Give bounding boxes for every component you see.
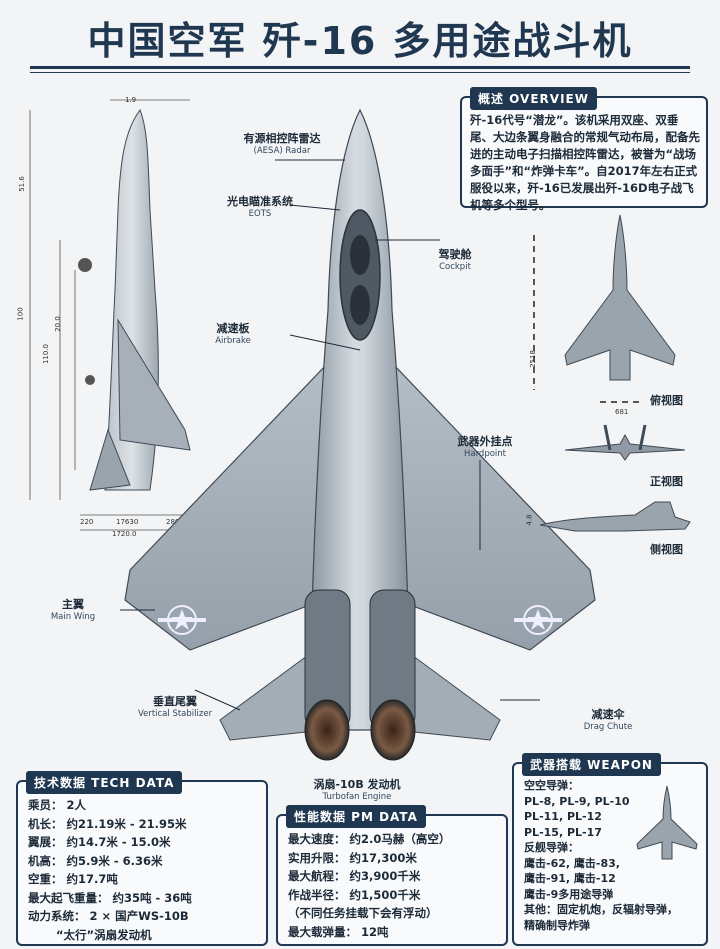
dim-side-len1: 51.6 [17,176,26,192]
dim-side-b3: 280 [166,518,180,526]
dim-side-b1: 220 [80,518,94,526]
overview-header: 概述 OVERVIEW [470,87,597,110]
weapon-line: 其他：固定机炮，反辐射导弹， [524,903,678,916]
weapon-line: 反舰导弹： [524,841,579,854]
overview-text: 歼-16代号“潜龙”。该机采用双座、双垂尾、大边条翼身融合的常规气动布局，配备先… [470,113,700,212]
callout-drag-chute: 减速伞 Drag Chute [583,708,633,732]
overview-panel: 概述 OVERVIEW 歼-16代号“潜龙”。该机采用双座、双垂尾、大边条翼身融… [460,87,708,212]
dim-top-width: 681 [615,408,629,416]
callout-vertical-stabilizer: 垂直尾翼 Vertical Stabilizer [137,695,213,719]
weapon-line: 鹰击-9多用途导弹 [524,887,614,901]
tech-row: 乘员：2人 [28,798,87,812]
weapon-header: 武器搭载 WEAPON [522,753,661,776]
label-top-view: 俯视图 [650,394,683,407]
callout-eots: 光电瞄准系统 EOTS [227,195,293,219]
tech-data-rows: 乘员：2人 机长：约21.19米 - 21.95米 翼展：约14.7米 - 15… [28,796,192,944]
label-front-view: 正视图 [650,475,683,488]
dim-side-len3: 20.0 [53,316,62,332]
main-fuselage [311,108,409,731]
pm-row: 最大航程：约3,900千米 [288,869,421,883]
nozzle-left [304,699,350,761]
pm-row: 最大速度：约2.0马赫（高空） [288,832,451,846]
side-view-drawing [29,99,200,531]
weapon-rows: 空空导弹： PL-8, PL-9, PL-10 PL-11, PL-12 PL-… [524,778,678,933]
page-title: 中国空军 歼-16 多用途战斗机 [87,19,633,63]
front-view-small [564,424,686,461]
pm-row: 最大载弹量：12吨 [288,924,389,939]
tech-row: 最大起飞重量：约35吨 - 36吨 [28,890,192,905]
pm-data-panel: 性能数据 PM DATA 最大速度：约2.0马赫（高空） 实用升限：约17,30… [276,805,508,946]
tech-row: 空重：约17.7吨 [28,872,118,886]
pm-row: 实用升限：约17,300米 [288,850,417,865]
pm-note: （不同任务挂载下会有浮动） [288,906,438,920]
callout-cockpit: 驾驶舱 Cockpit [438,248,472,272]
weapon-line: PL-8, PL-9, PL-10 [524,794,630,808]
title-rule-top [30,66,690,69]
tech-data-panel: 技术数据 TECH DATA 乘员：2人 机长：约21.19米 - 21.95米… [16,771,268,946]
title-rule-bottom [30,72,690,73]
weapon-line: 精确制导炸弹 [524,918,590,932]
dim-top-len: 2518 [528,350,537,368]
callout-engine: 涡扇-10B 发动机 Turbofan Engine [313,778,401,802]
callout-hardpoint: 武器外挂点 Hardpoint [457,435,513,459]
pm-row: 作战半径：约1,500千米 [288,887,421,902]
callout-airbrake: 减速板 Airbrake [215,322,251,346]
dim-side-h: 4.8 [525,514,534,526]
dim-side-len4: 110.0 [42,343,51,365]
main-aircraft-drawing [120,108,640,761]
roundel-right-icon [514,605,562,635]
tech-data-header: 技术数据 TECH DATA [26,771,183,794]
tech-row: 机长：约21.19米 - 21.95米 [28,816,187,831]
weapon-panel: 武器搭载 WEAPON 空空导弹： PL-8, PL-9, PL-10 PL-1… [512,753,708,946]
side-view-small [539,501,691,532]
dim-side-b2: 17630 [116,518,139,526]
callout-main-wing: 主翼 Main Wing [50,598,96,622]
weapon-line: 鹰击-62, 鹰击-83, [524,856,620,870]
dim-side-len2: 100 [16,307,25,321]
dim-side-b4: 1720.0 [112,530,137,538]
weapon-line: PL-11, PL-12 [524,810,602,823]
weapon-line: 空空导弹： [524,779,579,792]
pm-data-rows: 最大速度：约2.0马赫（高空） 实用升限：约17,300米 最大航程：约3,90… [288,830,450,941]
tech-row: 机高：约5.9米 - 6.36米 [28,853,163,868]
dim-side-top: 1.9 [125,96,137,104]
weapon-line: PL-15, PL-17 [524,825,602,839]
label-side-view: 侧视图 [650,543,683,556]
top-view-small [564,214,676,381]
roundel-left-icon [158,605,206,635]
tech-row: 翼展：约14.7米 - 15.0米 [28,835,171,849]
tech-engine-note: “太行”涡扇发动机 [56,927,152,942]
pm-data-header: 性能数据 PM DATA [286,805,426,828]
nozzle-right [370,699,416,761]
callout-radar: 有源相控阵雷达 (AESA) Radar [243,132,321,156]
weapon-line: 鹰击-91, 鹰击-12 [524,872,616,885]
tech-row: 动力系统：2 × 国产WS-10B [28,909,189,923]
weapon-aircraft-icon [636,785,698,860]
